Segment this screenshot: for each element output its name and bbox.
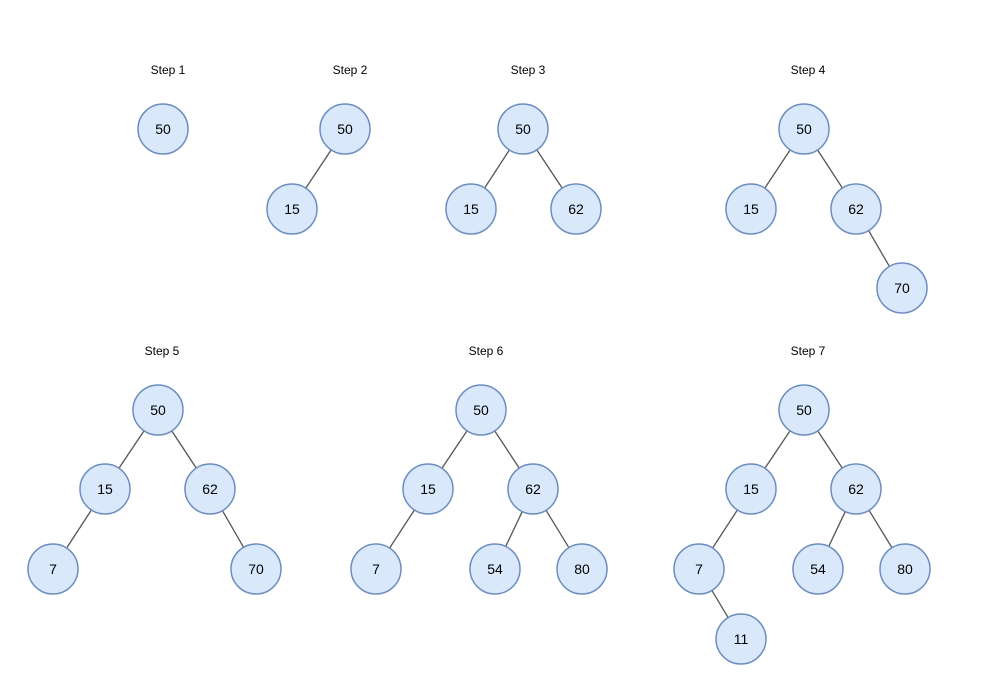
tree-node-label: 50	[515, 121, 531, 137]
step-title: Step 6	[469, 344, 504, 358]
tree-node	[550, 183, 602, 235]
tree-node-label: 54	[810, 561, 826, 577]
tree-node	[445, 183, 497, 235]
tree-edge	[868, 230, 890, 267]
tree-node	[879, 543, 931, 595]
tree-node	[469, 543, 521, 595]
tree-node-label: 50	[796, 402, 812, 418]
tree-node-label: 50	[150, 402, 166, 418]
tree-edge	[711, 590, 729, 618]
step-3-tree: Step 3 50 15 62	[445, 63, 602, 235]
tree-node	[715, 613, 767, 665]
tree-node-label: 7	[49, 561, 57, 577]
tree-node	[455, 384, 507, 436]
tree-edge	[764, 430, 791, 469]
tree-node	[266, 183, 318, 235]
tree-node-label: 15	[743, 201, 759, 217]
tree-edge	[505, 511, 523, 547]
tree-node	[830, 183, 882, 235]
step-title: Step 2	[333, 63, 368, 77]
tree-node	[507, 463, 559, 515]
step-5-tree: Step 5 50 15 62 7 70	[27, 344, 282, 595]
step-title: Step 3	[511, 63, 546, 77]
step-title: Step 7	[791, 344, 826, 358]
tree-node-label: 70	[248, 561, 264, 577]
tree-node-label: 62	[848, 481, 864, 497]
tree-node-label: 80	[574, 561, 590, 577]
tree-node-label: 7	[372, 561, 380, 577]
tree-node	[876, 262, 928, 314]
tree-node-label: 54	[487, 561, 503, 577]
tree-edge	[118, 430, 145, 469]
tree-node	[778, 103, 830, 155]
tree-node-label: 15	[463, 201, 479, 217]
tree-edge	[441, 430, 468, 469]
tree-node-label: 50	[796, 121, 812, 137]
tree-node-label: 50	[473, 402, 489, 418]
tree-edge	[828, 511, 846, 547]
tree-edge	[868, 509, 893, 549]
tree-node	[497, 103, 549, 155]
tree-node	[725, 463, 777, 515]
tree-edge	[494, 430, 520, 469]
tree-node	[673, 543, 725, 595]
tree-node-label: 50	[155, 121, 171, 137]
tree-edge	[817, 430, 843, 469]
tree-node-label: 80	[897, 561, 913, 577]
tree-edge	[484, 149, 510, 189]
tree-edge	[536, 149, 563, 189]
step-2-tree: Step 2 50 15	[266, 63, 371, 235]
step-7-tree: Step 7 50 15 62 7 54 80 11	[673, 344, 931, 665]
tree-node-label: 70	[894, 280, 910, 296]
tree-node-label: 62	[202, 481, 218, 497]
tree-node	[184, 463, 236, 515]
tree-node	[27, 543, 79, 595]
tree-node	[230, 543, 282, 595]
step-4-tree: Step 4 50 15 62 70	[725, 63, 928, 314]
step-6-tree: Step 6 50 15 62 7 54 80	[350, 344, 608, 595]
step-1-tree: Step 1 50	[137, 63, 189, 155]
tree-node	[402, 463, 454, 515]
tree-node	[830, 463, 882, 515]
step-title: Step 5	[145, 344, 180, 358]
tree-node	[132, 384, 184, 436]
tree-node	[725, 183, 777, 235]
tree-edge	[817, 149, 843, 189]
step-title: Step 1	[151, 63, 186, 77]
tree-node	[792, 543, 844, 595]
tree-edge	[389, 509, 415, 549]
tree-node-label: 15	[284, 201, 300, 217]
tree-node-label: 62	[848, 201, 864, 217]
tree-node-label: 62	[525, 481, 541, 497]
tree-node-label: 62	[568, 201, 584, 217]
step-title: Step 4	[791, 63, 826, 77]
tree-node-label: 50	[337, 121, 353, 137]
tree-node	[350, 543, 402, 595]
tree-edge	[171, 430, 197, 469]
tree-edge	[221, 510, 245, 548]
tree-edge	[305, 149, 332, 189]
tree-node	[79, 463, 131, 515]
tree-edge	[66, 509, 92, 549]
tree-node	[137, 103, 189, 155]
tree-node-label: 11	[734, 631, 749, 647]
tree-node-label: 15	[743, 481, 759, 497]
tree-node-label: 15	[97, 481, 113, 497]
tree-node	[319, 103, 371, 155]
tree-edge	[712, 509, 738, 549]
tree-node-label: 15	[420, 481, 436, 497]
tree-node-label: 7	[695, 561, 703, 577]
tree-node	[556, 543, 608, 595]
tree-edge	[545, 509, 570, 549]
tree-node	[778, 384, 830, 436]
tree-edge	[764, 149, 791, 189]
